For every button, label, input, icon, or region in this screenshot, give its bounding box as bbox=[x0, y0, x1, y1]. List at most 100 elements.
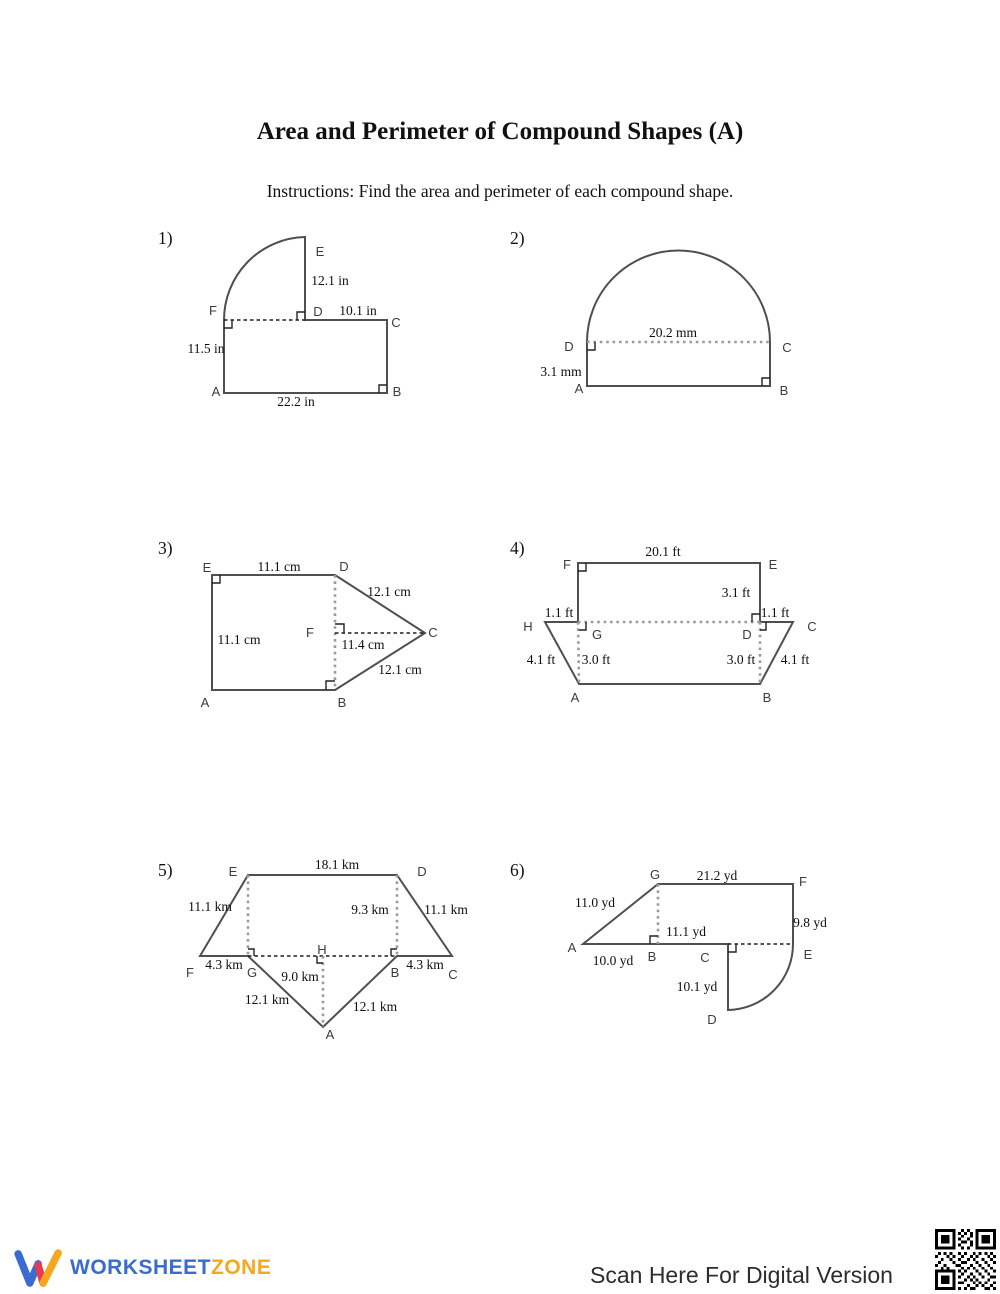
vertex-label-g: G bbox=[247, 965, 257, 980]
vertex-label-e: E bbox=[316, 244, 325, 259]
shape-outline bbox=[211, 574, 427, 691]
dimension-dc: 12.1 cm bbox=[367, 584, 411, 599]
vertex-label-f: F bbox=[306, 625, 314, 640]
dimension-ga: 12.1 km bbox=[245, 992, 290, 1007]
figure-5: E 18.1 km D 11.1 km 9.3 km 11.1 km 4.3 k… bbox=[186, 857, 468, 1042]
vertex-label-c: C bbox=[807, 619, 816, 634]
dimension-dc: 20.2 mm bbox=[649, 325, 698, 340]
right-angle-mark-b bbox=[378, 384, 387, 393]
dimension-dc: 1.1 ft bbox=[761, 605, 790, 620]
problem-6-number: 6) bbox=[510, 860, 525, 880]
dimension-cb: 4.1 ft bbox=[781, 652, 810, 667]
right-angle-mark-b bbox=[325, 680, 335, 690]
right-angle-mark-d bbox=[296, 311, 305, 320]
problem-5-number: 5) bbox=[158, 860, 173, 880]
vertex-label-h: H bbox=[317, 942, 326, 957]
vertex-label-d: D bbox=[313, 304, 322, 319]
vertex-label-f: F bbox=[209, 303, 217, 318]
worksheetzone-logo: WORKSHEETZONE bbox=[14, 1246, 271, 1290]
vertex-label-c: C bbox=[448, 967, 457, 982]
vertex-label-a: A bbox=[212, 384, 221, 399]
vertex-label-f: F bbox=[186, 965, 194, 980]
vertex-label-d: D bbox=[417, 864, 426, 879]
scan-here-text: Scan Here For Digital Version bbox=[590, 1262, 893, 1288]
vertex-label-f: F bbox=[799, 874, 807, 889]
dimension-dc: 10.1 in bbox=[339, 303, 377, 318]
vertex-label-b: B bbox=[393, 384, 402, 399]
problem-3-number: 3) bbox=[158, 538, 173, 558]
qr-finder-patterns bbox=[935, 1229, 996, 1290]
dimension-fa: 11.5 in bbox=[188, 341, 225, 356]
dimension-ag: 11.0 yd bbox=[575, 895, 615, 910]
vertex-label-c: C bbox=[391, 315, 400, 330]
vertex-label-d: D bbox=[707, 1012, 716, 1027]
shape-outline bbox=[198, 874, 454, 1029]
vertex-label-b: B bbox=[391, 965, 400, 980]
vertex-label-e: E bbox=[229, 864, 238, 879]
dimension-db: 3.0 ft bbox=[727, 652, 756, 667]
brand-wordmark: WORKSHEETZONE bbox=[70, 1256, 271, 1280]
vertex-label-a: A bbox=[571, 690, 580, 705]
problem-1-number: 1) bbox=[158, 228, 173, 248]
vertex-label-d: D bbox=[564, 339, 573, 354]
vertex-label-d: D bbox=[339, 559, 348, 574]
right-angle-mark-d bbox=[587, 342, 596, 351]
right-angle-mark-d-bottom bbox=[760, 622, 767, 631]
right-angle-mark-f bbox=[224, 320, 233, 329]
dimension-ha: 4.1 ft bbox=[527, 652, 556, 667]
vertex-label-g: G bbox=[650, 867, 660, 882]
right-angle-mark-b bbox=[649, 935, 658, 944]
dimension-ab: 12.1 km bbox=[353, 999, 398, 1014]
dimension-fc: 11.4 cm bbox=[342, 637, 385, 652]
vertex-label-b: B bbox=[780, 383, 789, 398]
brand-text-worksheet: WORKSHEET bbox=[70, 1256, 211, 1279]
dimension-bc: 4.3 km bbox=[406, 957, 444, 972]
dimension-dc: 11.1 km bbox=[424, 902, 468, 917]
qr-modules bbox=[935, 1229, 996, 1290]
dimension-ed: 18.1 km bbox=[315, 857, 360, 872]
vertex-label-c: C bbox=[428, 625, 437, 640]
vertex-label-g: G bbox=[592, 627, 602, 642]
dimension-ed: 3.1 ft bbox=[722, 585, 751, 600]
right-angle-mark-g bbox=[248, 948, 255, 956]
dimension-fg: 4.3 km bbox=[205, 957, 243, 972]
dimension-hg: 1.1 ft bbox=[545, 605, 574, 620]
vertex-label-e: E bbox=[769, 557, 778, 572]
problem-4-number: 4) bbox=[510, 538, 525, 558]
figure-6: G 21.2 yd F 11.0 yd A 10.0 yd B 11.1 yd … bbox=[568, 867, 827, 1027]
dimension-ef: 11.1 km bbox=[188, 899, 232, 914]
problem-2-number: 2) bbox=[510, 228, 525, 248]
shape-outline bbox=[580, 883, 794, 1012]
right-angle-mark-e bbox=[212, 575, 221, 584]
right-angle-mark-f bbox=[335, 623, 345, 633]
vertex-label-f: F bbox=[563, 557, 571, 572]
dimension-fe: 20.1 ft bbox=[645, 544, 680, 559]
right-angle-mark-f bbox=[578, 563, 587, 572]
right-angle-mark-b bbox=[390, 948, 397, 956]
vertex-label-e: E bbox=[804, 947, 813, 962]
right-angle-mark-c bbox=[728, 944, 737, 953]
right-angle-mark-h bbox=[316, 956, 323, 964]
dimension-ga: 3.0 ft bbox=[582, 652, 611, 667]
vertex-label-b: B bbox=[648, 949, 657, 964]
right-angle-mark-g bbox=[579, 622, 587, 631]
vertex-label-b: B bbox=[338, 695, 347, 710]
dimension-db: 9.3 km bbox=[351, 902, 389, 917]
right-angle-mark-d-top bbox=[751, 613, 760, 622]
dimension-da: 3.1 mm bbox=[540, 364, 582, 379]
dimension-fe: 9.8 yd bbox=[793, 915, 827, 930]
dimension-bc: 11.1 yd bbox=[666, 924, 706, 939]
dimension-bc: 12.1 cm bbox=[378, 662, 422, 677]
dimension-cd: 10.1 yd bbox=[677, 979, 718, 994]
vertex-label-a: A bbox=[575, 381, 584, 396]
page-title: Area and Perimeter of Compound Shapes (A… bbox=[256, 118, 744, 145]
vertex-label-c: C bbox=[700, 950, 709, 965]
vertex-label-a: A bbox=[568, 940, 577, 955]
figure-4: 20.1 ft F E 3.1 ft 1.1 ft 1.1 ft H C G D… bbox=[523, 544, 816, 705]
dimension-ab: 22.2 in bbox=[277, 394, 315, 409]
vertex-label-a: A bbox=[201, 695, 210, 710]
dotted-line-ga bbox=[576, 621, 581, 685]
figure-3: E 11.1 cm D 12.1 cm 11.1 cm F 11.4 cm C … bbox=[201, 559, 438, 710]
dimension-gf: 21.2 yd bbox=[697, 868, 738, 883]
